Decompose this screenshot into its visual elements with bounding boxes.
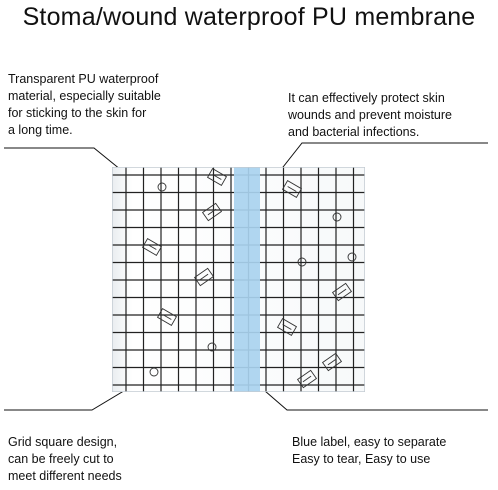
callout-line: Grid square design, [8,435,118,449]
print-mark [321,352,343,372]
page-title: Stoma/wound waterproof PU membrane [22,3,476,31]
callout-line: can be freely cut to [8,452,114,466]
print-mark [281,180,303,198]
callout-line: Blue label, easy to separate [292,435,447,449]
print-mark [157,182,167,192]
leader-line-bottom-left [4,385,133,411]
print-mark [141,238,163,256]
print-mark [347,252,357,262]
print-mark [296,369,318,389]
callout-line: meet different needs [8,469,122,483]
pu-membrane-image [112,167,365,392]
blue-label-strip [234,167,260,392]
callout-line: material, especially suitable [8,89,161,103]
callout-line: a long time. [8,123,73,137]
callout-line: wounds and prevent moisture [288,108,452,122]
print-mark [332,212,342,222]
print-mark [297,257,307,267]
callout-line: for sticking to the skin for [8,106,147,120]
print-mark [201,202,223,222]
print-mark [193,267,215,287]
print-mark [206,168,228,186]
print-mark [207,342,217,352]
callout-line: Transparent PU waterproof [8,72,159,86]
print-mark [276,318,298,336]
callout-protect-wounds: It can effectively protect skin wounds a… [288,90,452,141]
print-marks [141,168,357,389]
callout-line: and bacterial infections. [288,125,420,139]
leader-line-top-left [4,147,127,175]
callout-transparent-material: Transparent PU waterproof material, espe… [8,71,161,139]
print-mark [331,282,353,302]
callout-line: Easy to tear, Easy to use [292,452,431,466]
callout-line: It can effectively protect skin [288,91,445,105]
print-mark [156,308,178,326]
callout-grid-design: Grid square design, can be freely cut to… [8,434,122,485]
callout-blue-label: Blue label, easy to separate Easy to tea… [292,434,446,468]
print-mark [149,367,159,377]
